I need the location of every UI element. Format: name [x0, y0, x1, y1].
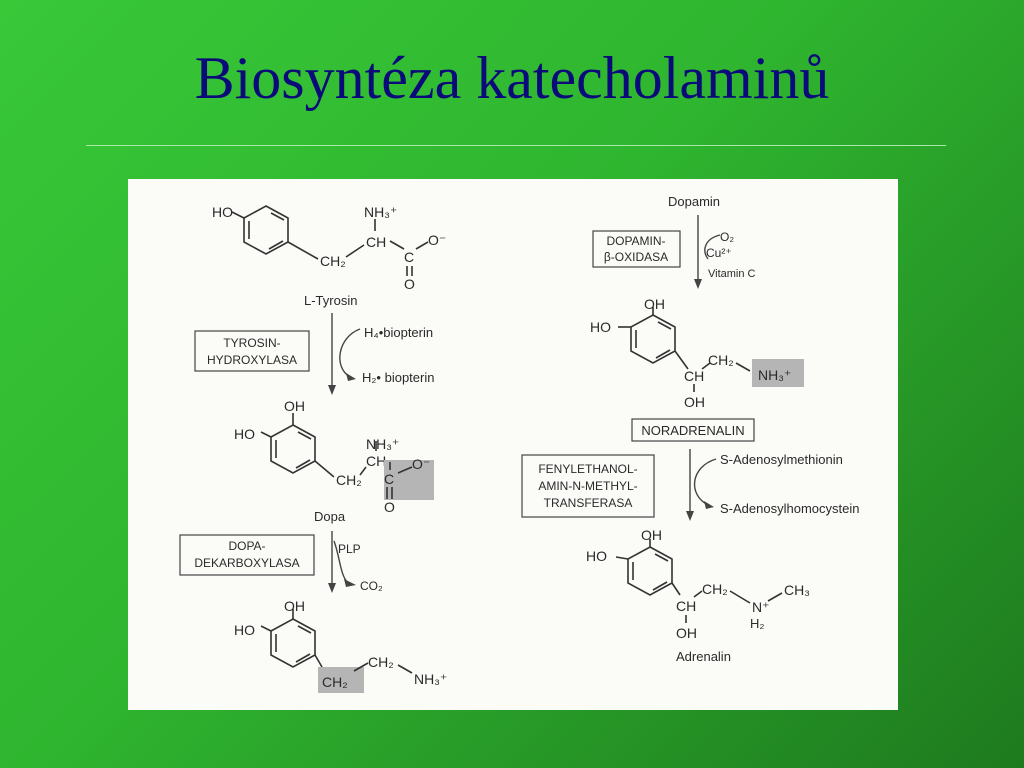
dopa-structure: OH HO CH₂ CH NH₃⁺ C O⁻ O [234, 398, 434, 515]
adrenaline-oh-side-label: OH [676, 625, 697, 641]
enzyme3-cofactor3: Vitamin C [708, 268, 756, 280]
tyrosine-name: L-Tyrosin [304, 293, 357, 308]
adrenaline-ch2-label: CH₂ [702, 581, 728, 597]
enzyme1-cofactor-in: H₄•biopterin [364, 325, 433, 340]
noradrenaline-ch2-label: CH₂ [708, 352, 734, 368]
enzyme1-cofactor-out: H₂• biopterin [362, 370, 434, 385]
noradrenaline-oh-top-label: OH [644, 296, 665, 312]
carboxyl-carbon-label: C [404, 249, 414, 265]
enzyme3-cofactor1: O₂ [720, 230, 734, 244]
dopamine-ch2a-label: CH₂ [322, 674, 348, 690]
dopa-nh3-label: NH₃⁺ [366, 436, 399, 452]
dopamine-oh-label: OH [284, 598, 305, 614]
dopamine-structure: OH HO CH₂ CH₂ NH₃⁺ [234, 598, 447, 693]
dopa-c-label: C [384, 471, 394, 487]
adrenaline-structure: OH HO CH OH CH₂ N⁺ H₂ CH₃ [586, 527, 810, 641]
dopa-o-label: O [384, 499, 395, 515]
enzyme2-cofactor-out: CO₂ [360, 579, 383, 593]
dopamine-nh3-label: NH₃⁺ [414, 671, 447, 687]
dopa-oh-label: OH [284, 398, 305, 414]
enzyme2-line2: DEKARBOXYLASA [194, 556, 299, 570]
amino-label: NH₃⁺ [364, 204, 397, 220]
enzyme3-line2: β-OXIDASA [604, 250, 668, 264]
adrenaline-ho-label: HO [586, 548, 607, 564]
adrenaline-oh-top-label: OH [641, 527, 662, 543]
adrenaline-ch-label: CH [676, 598, 696, 614]
slide-title: Biosyntéza katecholaminů [194, 45, 830, 111]
enzyme1-box [194, 330, 310, 372]
enzyme4-cofactor-in: S-Adenosylmethionin [720, 452, 843, 467]
carboxylate-oxygen-label: O⁻ [428, 232, 446, 248]
enzyme3-box [592, 230, 681, 268]
adrenaline-ch3-label: CH₃ [784, 582, 810, 598]
noradrenaline-nh3-label: NH₃⁺ [758, 367, 791, 383]
tyrosine-structure: HO CH₂ CH NH₃⁺ C O⁻ O [212, 204, 446, 292]
enzyme2-cofactor-in: PLP [338, 542, 361, 556]
noradrenaline-structure: OH HO CH OH CH₂ NH₃⁺ [590, 296, 804, 410]
pathway-figure: HO CH₂ CH NH₃⁺ C O⁻ O L-Tyrosin H₄•biopt… [128, 179, 898, 710]
adrenaline-name: Adrenalin [676, 649, 731, 664]
noradrenaline-ho-label: HO [590, 319, 611, 335]
alpha-carbon-label: CH [366, 234, 386, 250]
enzyme4-line2: AMIN-N-METHYL- [538, 479, 637, 493]
dopa-ominus-label: O⁻ [412, 456, 430, 472]
noradrenaline-name: NORADRENALIN [641, 423, 744, 438]
dopa-ch2-label: CH₂ [336, 472, 362, 488]
hydroxyl-label: HO [212, 204, 233, 220]
dopamine-name: Dopamin [668, 194, 720, 209]
enzyme4-box [521, 454, 655, 518]
dopamine-ho-label: HO [234, 622, 255, 638]
enzyme4-line3: TRANSFERASA [544, 496, 633, 510]
enzyme3-line1: DOPAMIN- [606, 234, 665, 248]
noradrenaline-box [631, 418, 755, 442]
dopa-name: Dopa [314, 509, 346, 524]
enzyme4-cofactor-out: S-Adenosylhomocystein [720, 501, 859, 516]
noradrenaline-ch-label: CH [684, 368, 704, 384]
noradrenaline-oh-side-label: OH [684, 394, 705, 410]
methylene-label: CH₂ [320, 253, 346, 269]
adrenaline-nplus-label: N⁺ [752, 599, 770, 615]
enzyme2-box [179, 534, 315, 576]
dopa-ho-label: HO [234, 426, 255, 442]
dopa-ch-label: CH [366, 453, 386, 469]
enzyme1-line1: TYROSIN- [223, 336, 280, 350]
enzyme2-line1: DOPA- [228, 539, 265, 553]
carbonyl-oxygen-label: O [404, 276, 415, 292]
title-divider [86, 145, 946, 146]
dopamine-ch2b-label: CH₂ [368, 654, 394, 670]
enzyme3-cofactor2: Cu²⁺ [706, 246, 732, 260]
adrenaline-h2-label: H₂ [750, 616, 764, 631]
enzyme1-line2: HYDROXYLASA [207, 353, 297, 367]
enzyme4-line1: FENYLETHANOL- [538, 462, 637, 476]
